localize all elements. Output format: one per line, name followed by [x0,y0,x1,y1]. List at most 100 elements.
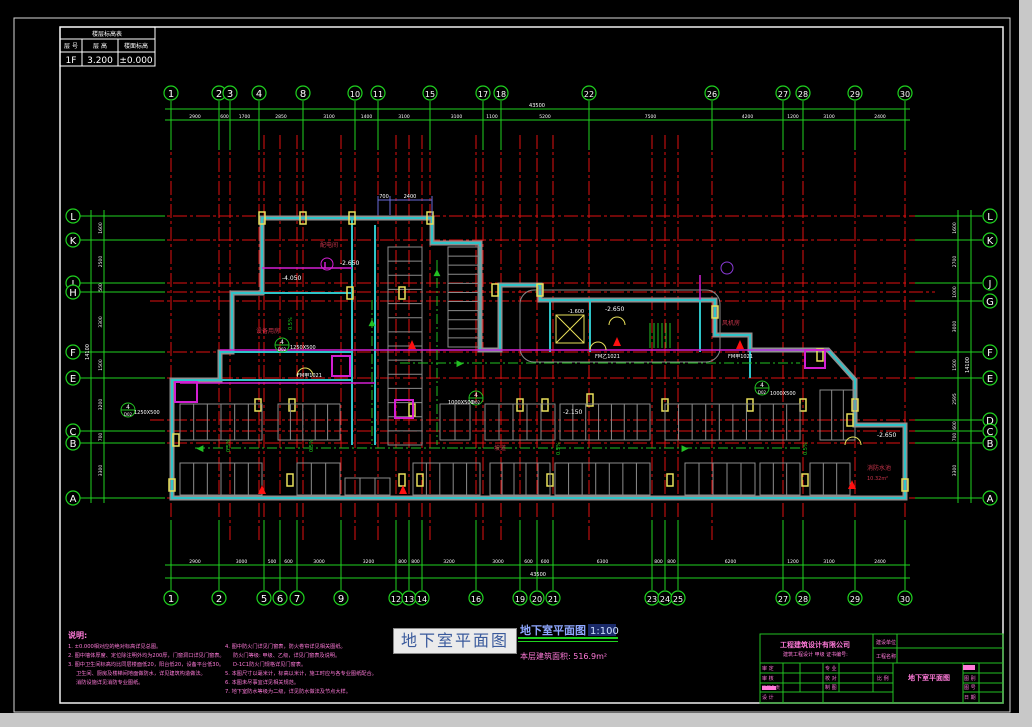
structural-column [541,398,549,412]
parking-row [759,403,801,441]
axis-bubble-J: J [982,275,998,291]
axis-bubble-label: G [986,297,994,308]
dimension-text: 6200 [725,559,737,565]
dimension-total-text: 14100 [965,357,971,373]
axis-bubble-label: C [987,427,994,438]
stair-dimension-text: 2400 [404,194,417,200]
dimension-text: 3100 [823,114,835,120]
axis-bubble-label: 14 [417,595,427,604]
axis-bubble-label: K [987,236,994,247]
dimension-text: 700 [952,433,958,442]
structural-column [299,211,307,225]
dimension-text: 7500 [645,114,657,120]
viewport-scrollbar[interactable] [1019,0,1032,727]
dimension-text: 2700 [952,256,958,268]
axis-bubble-circle [581,85,597,101]
stair-outline [447,246,481,348]
axis-bubble-A: A [982,490,998,506]
slope-label: 0.5% [556,442,562,455]
section-tag-number: 4 [280,339,284,346]
title-block-label: 图 别 [964,675,976,682]
dimension-text: 1600 [98,222,104,234]
axis-bubble-label: 29 [850,595,860,604]
elevation-label: -2.650 [340,260,360,267]
axis-bubble-label: 12 [391,595,401,604]
door-swing [608,316,626,326]
axis-bubble-11: 11 [370,85,386,101]
axis-bubble-K: K [982,232,998,248]
note-item: 7. 地下室防水等级为二级，详见防水做法及节点大样。 [225,687,351,695]
dimension-text: 2500 [98,256,104,268]
axis-bubble-circle [414,590,430,606]
axis-bubble-circle [847,85,863,101]
structural-column [398,473,406,487]
dimension-text: 3300 [98,316,104,328]
dimension-text: 3200 [98,399,104,411]
scale-highlight [588,624,616,636]
axis-bubble-3: 3 [222,85,238,101]
parking-row [412,462,481,496]
elevation-label: -2.150 [563,409,583,416]
dimension-text: 1500 [98,359,104,371]
lane-arrow-icon: ▶ [682,444,689,454]
drawing-scale: 1:100 [590,626,619,637]
note-item: 1. ±0.000相对应的绝对标高详见总图。 [68,642,161,650]
axis-bubble-circle [251,85,267,101]
axis-bubble-L: L [65,208,81,224]
lane-arrow-icon: ▲ [369,318,376,328]
section-tag-sheet: D02 [758,390,767,395]
axis-bubble-H: H [65,284,81,300]
axis-bubble-27: 27 [775,85,791,101]
axis-bubble-label: J [988,279,992,290]
axis-bubble-K: K [65,232,81,248]
axis-bubble-label: 2 [216,594,222,605]
riser-tag-circle [320,257,334,271]
stairwell [447,246,481,348]
axis-bubble-circle [422,85,438,101]
dimension-text: 3000 [952,321,958,333]
axis-bubble-label: 16 [471,595,481,604]
structural-column [254,398,262,412]
elevation-label: -2.650 [877,432,897,439]
parking-stall-group [759,403,801,441]
dimension-text: 3200 [443,559,455,565]
axis-bubble-label: 25 [673,595,683,604]
axis-bubble-17: 17 [475,85,491,101]
duct-label: 1250X500 [134,410,160,416]
dimension-text: 600 [284,559,293,565]
structural-column [288,398,296,412]
structural-column [586,393,594,407]
dimension-text: 2900 [189,559,201,565]
section-tag-sheet: D02 [278,347,287,352]
dimension-text: 3300 [98,465,104,477]
title-block-drawing-name: 地下室平面图 [908,673,950,682]
lane-arrow-icon: ▶ [457,359,464,369]
dimension-text: 1700 [239,114,251,120]
axis-bubble-label: F [70,348,76,359]
axis-bubble-circle [982,232,998,248]
dimension-text: 3100 [823,559,835,565]
axis-bubble-28: 28 [795,85,811,101]
title-block-label: 图 号 [964,685,976,691]
axis-bubble-label: H [69,288,77,299]
parking-row [484,403,556,441]
axis-bubble-25: 25 [670,590,686,606]
dimension-text: 3100 [451,114,463,120]
axis-bubble-F: F [65,344,81,360]
title-block-fill [963,665,975,670]
axis-bubble-label: E [70,374,76,385]
dimension-text: 1000 [952,286,958,298]
axis-bubble-1: 1 [163,85,179,101]
dimension-text: 800 [654,559,663,565]
floor-area-label: 本层建筑面积: 516.9m² [520,651,607,661]
elevation-label: -1.600 [568,309,584,315]
axis-bubble-circle [982,293,998,309]
company-license: 建筑工程设计 甲级 证书编号: [783,651,848,658]
axis-bubble-label: 1 [168,89,174,100]
axis-bubble-14: 14 [414,590,430,606]
parking-row [277,403,341,441]
dimension-text: 800 [398,559,407,565]
axis-bubble-F: F [982,344,998,360]
